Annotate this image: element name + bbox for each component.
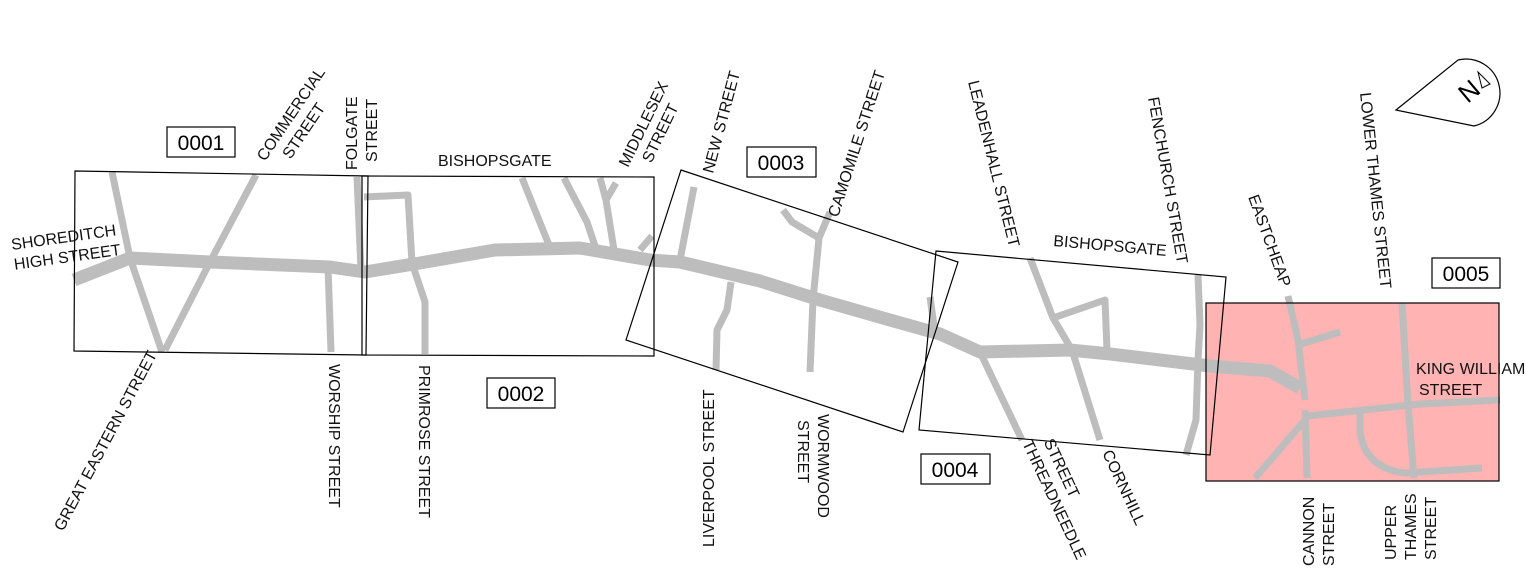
leadenhall-street-road — [1026, 256, 1104, 442]
worship-street-road — [324, 266, 335, 353]
leadenhall-spur-road — [1051, 296, 1111, 351]
cannon-label-line-1: CANNON — [1301, 497, 1318, 566]
primrose-street-road — [363, 191, 429, 354]
king-william-label-line-2: STREET — [1419, 382, 1482, 399]
bishopsgate-label-1: BISHOPSGATE — [438, 153, 552, 170]
new-street-road — [676, 186, 698, 261]
sheet-label-0005: 0005 — [1443, 263, 1490, 286]
sheet-label-0004: 0004 — [932, 459, 979, 482]
camomile-spur-road — [780, 207, 821, 242]
fenchurch-label: FENCHURCH STREET — [1144, 96, 1190, 265]
middlesex-branch-c-road — [602, 181, 620, 202]
sheet-0005-frame — [1205, 302, 1500, 482]
folgate-label-line-1: FOLGATE — [344, 97, 361, 171]
sheet-labels: 0001 0002 0003 0004 0005 — [166, 126, 1501, 485]
folgate-label-line-2: STREET — [364, 99, 381, 162]
upper-thames-label-line-1: UPPER — [1383, 505, 1400, 560]
road-network — [71, 171, 1501, 481]
sheet-label-box-0005 — [1431, 257, 1501, 289]
shoreditch-high-street-road — [108, 171, 166, 354]
sheet-label-0002: 0002 — [498, 383, 545, 406]
leadenhall-label: LEADENHALL STREET — [964, 79, 1022, 249]
middlesex-branch-a-road — [560, 176, 600, 251]
cannon-spur-road — [1252, 417, 1308, 481]
upper-thames-curve-road — [1356, 410, 1483, 477]
bishopsgate-branch-road — [518, 176, 553, 247]
sheet-label-0003: 0003 — [758, 152, 805, 175]
sheet-0003-frame — [625, 169, 959, 433]
middlesex-branch-d-road — [637, 233, 655, 253]
eastcheap-spur-road — [1296, 328, 1342, 349]
lower-thames-label: LOWER THAMES STREET — [1356, 92, 1394, 290]
eastcheap-label: EASTCHEAP — [1244, 193, 1293, 290]
fenchurch-street-road — [1182, 274, 1204, 456]
upper-thames-label-line-3: STREET — [1423, 497, 1440, 560]
sheet-0004-frame — [918, 250, 1227, 456]
liverpool-street-road — [712, 281, 735, 371]
king-william-street-road — [1306, 396, 1501, 420]
sheet-label-box-0001 — [166, 126, 236, 158]
worship-label: WORSHIP STREET — [325, 364, 342, 508]
primrose-label: PRIMROSE STREET — [415, 365, 432, 518]
north-arrow-icon: N — [1394, 58, 1501, 127]
wormwood-label-line-1: WORMWOOD — [814, 414, 831, 518]
new-street-label: NEW STREET — [700, 69, 744, 175]
sheet-0005-highlight — [1206, 303, 1499, 481]
sheet-0002-frame — [361, 175, 655, 357]
great-eastern-label: GREAT EASTERN STREET — [52, 348, 162, 534]
sheet-frames — [73, 169, 1500, 482]
camomile-street-road — [806, 210, 834, 373]
folgate-street-road — [353, 176, 365, 271]
main-route-road — [71, 241, 1304, 394]
camomile-label: CAMOMILE STREET — [826, 68, 889, 219]
liverpool-label: LIVERPOOL STREET — [701, 389, 718, 547]
eastcheap-road — [1284, 295, 1309, 401]
sheet-label-box-0002 — [486, 377, 556, 409]
bishopsgate-label-2: BISHOPSGATE — [1053, 233, 1168, 260]
upper-thames-label-line-2: THAMES — [1403, 493, 1420, 560]
king-william-label-line-1: KING WILLIAM — [1416, 361, 1525, 378]
cannon-street-road — [1301, 409, 1311, 479]
sheet-label-box-0004 — [920, 453, 991, 485]
sheet-label-box-0003 — [746, 146, 817, 178]
threadneedle-street-road — [976, 350, 1026, 442]
lower-thames-street-road — [1398, 302, 1418, 479]
wormwood-label-line-2: STREET — [794, 420, 811, 483]
cannon-label-line-2: STREET — [1321, 503, 1338, 566]
sheet-label-0001: 0001 — [178, 132, 225, 155]
cornhill-label: CORNHILL — [1098, 448, 1148, 529]
commercial-street-road — [161, 173, 260, 352]
